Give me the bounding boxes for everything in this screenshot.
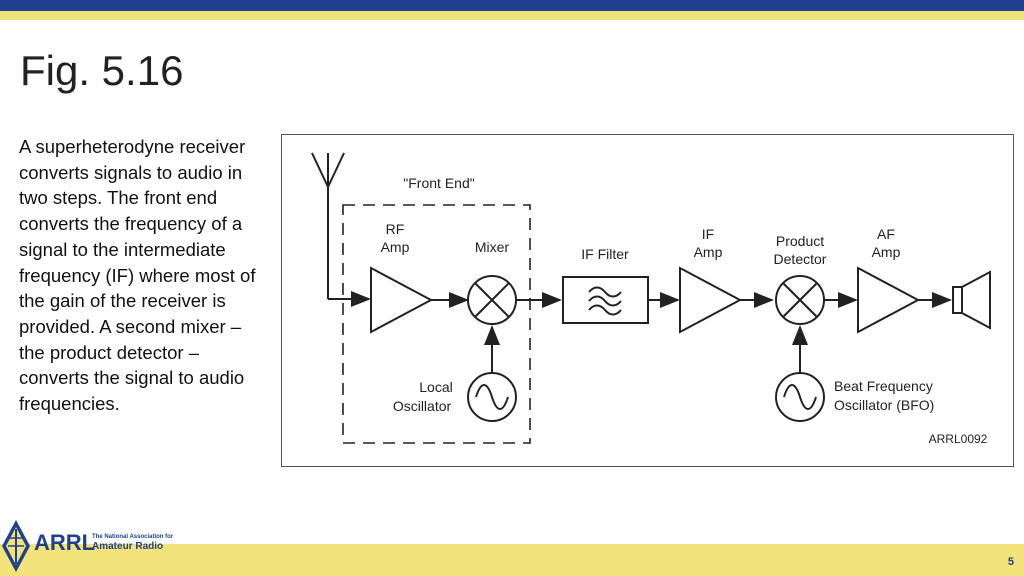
if-amp-label-2: Amp [694, 244, 723, 260]
rf-amp-label-2: Amp [381, 239, 410, 255]
bottom-yellow-band [0, 544, 1024, 576]
af-amp-triangle-icon [857, 266, 921, 334]
speaker-icon [952, 270, 991, 330]
logo-brand: ARRL [34, 530, 95, 555]
slide-title: Fig. 5.16 [20, 47, 184, 94]
logo-tagline-2: Amateur Radio [92, 541, 163, 552]
bfo-label-1: Beat Frequency [834, 378, 933, 394]
local-osc-label-1: Local [419, 379, 452, 395]
product-detector-label-2: Detector [774, 251, 827, 267]
product-detector-icon [775, 275, 825, 325]
slide-body-text: A superheterodyne receiver converts sign… [19, 136, 256, 415]
diamond-antenna-icon [2, 520, 30, 572]
figure-code-label: ARRL0092 [929, 432, 988, 446]
if-filter-label: IF Filter [581, 246, 629, 262]
bfo-oscillator-icon [775, 372, 825, 422]
front-end-label: "Front End" [403, 175, 474, 191]
af-amp-label-1: AF [877, 226, 895, 242]
bfo-label-2: Oscillator (BFO) [834, 397, 934, 413]
product-detector-label-1: Product [776, 233, 824, 249]
rf-amp-label-1: RF [386, 221, 405, 237]
top-yellow-band [0, 11, 1024, 20]
receiver-block-diagram: "Front End" RF Amp Mixer Local Oscillato… [311, 152, 991, 446]
front-end-dashed-box [342, 204, 531, 444]
arrl-logo: ARRL The National Association for Amateu… [2, 520, 174, 572]
rf-amp-triangle-icon [370, 266, 434, 334]
if-amp-label-1: IF [702, 226, 714, 242]
mixer-icon [467, 275, 517, 325]
af-amp-label-2: Amp [872, 244, 901, 260]
block-diagram-figure: "Front End" RF Amp Mixer Local Oscillato… [281, 134, 1014, 467]
mixer-label: Mixer [475, 239, 510, 255]
top-blue-band [0, 0, 1024, 11]
if-amp-triangle-icon [679, 266, 743, 334]
local-osc-label-2: Oscillator [393, 398, 452, 414]
antenna-icon [311, 152, 345, 299]
logo-tagline-1: The National Association for [92, 534, 174, 540]
page-number: 5 [1007, 556, 1014, 568]
local-oscillator-icon [467, 372, 517, 422]
if-filter-icon [562, 276, 649, 324]
